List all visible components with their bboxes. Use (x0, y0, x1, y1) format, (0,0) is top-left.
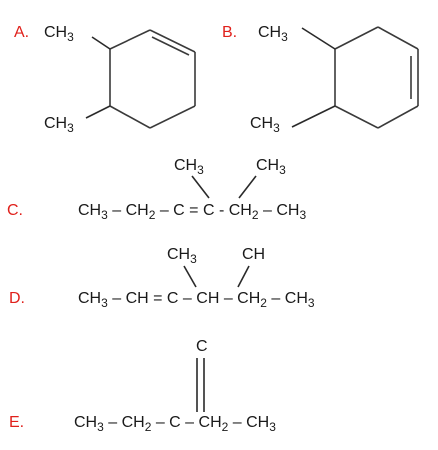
option-c-branch-2-bond (238, 175, 257, 199)
option-b-ring-bond (377, 105, 419, 129)
option-e: E. C CH3 – CH2 – C – CH2 – CH3 (9, 338, 276, 434)
option-a-lower-substituent: CH3 (44, 115, 74, 135)
option-b-ring-bond (334, 26, 379, 50)
option-b-lower-substituent-bond (291, 105, 336, 128)
option-a-lower-substituent-bond (85, 105, 111, 119)
option-d-branch-1-bond (183, 265, 197, 288)
option-a-lower-substituent-text: CH3 (44, 115, 74, 135)
option-e-label: E. (9, 414, 24, 431)
option-a-ring-bond (149, 105, 196, 129)
option-a-label: A. (14, 24, 29, 41)
option-c-branch-1: CH3 (174, 157, 204, 177)
option-a-ring-double-bond-inner (151, 36, 190, 56)
option-d-main-chain: CH3 – CH = C – CH – CH2 – CH3 (78, 290, 315, 310)
option-a-ring-bond (109, 105, 151, 129)
option-b-lower-substituent-text: CH3 (250, 115, 280, 135)
option-d: D. CH3 CH CH3 – CH = C – CH – CH2 – CH3 (9, 246, 315, 310)
option-b-upper-substituent-text: CH3 (258, 24, 288, 44)
option-b-upper-substituent: CH3 (258, 24, 288, 44)
option-a-ring-double-bond-outer (149, 29, 196, 53)
option-a-upper-substituent: CH3 (44, 24, 74, 44)
option-b-label: B. (222, 24, 237, 41)
option-e-main-chain: CH3 – CH2 – C – CH2 – CH3 (74, 414, 276, 434)
option-d-branch-1: CH3 (167, 246, 197, 266)
option-c-main-chain: CH3 – CH2 – C = C - CH2 – CH3 (78, 202, 306, 222)
option-b-ring-bond (334, 105, 379, 129)
option-b-ring-bond (377, 26, 419, 50)
option-a-upper-substituent-bond (91, 36, 111, 50)
option-b-lower-substituent: CH3 (250, 115, 280, 135)
option-a: A. CH3 CH3 (14, 24, 196, 135)
option-c-branch-1-bond (191, 175, 210, 199)
option-c-label: C. (7, 202, 23, 219)
option-e-branch: C (196, 338, 208, 355)
option-a-upper-substituent-text: CH3 (44, 24, 74, 44)
option-d-branch-2-bond (237, 265, 250, 288)
option-a-ring-bond (109, 29, 151, 50)
option-b-upper-substituent-bond (301, 27, 336, 50)
option-d-label: D. (9, 290, 25, 307)
option-c-branch-2: CH3 (256, 157, 286, 177)
option-b: B. CH3 CH3 (222, 24, 419, 135)
option-c: C. CH3 CH3 CH3 – CH2 – C = C - CH2 – CH3 (7, 157, 306, 222)
option-d-branch-2: CH (242, 246, 265, 263)
